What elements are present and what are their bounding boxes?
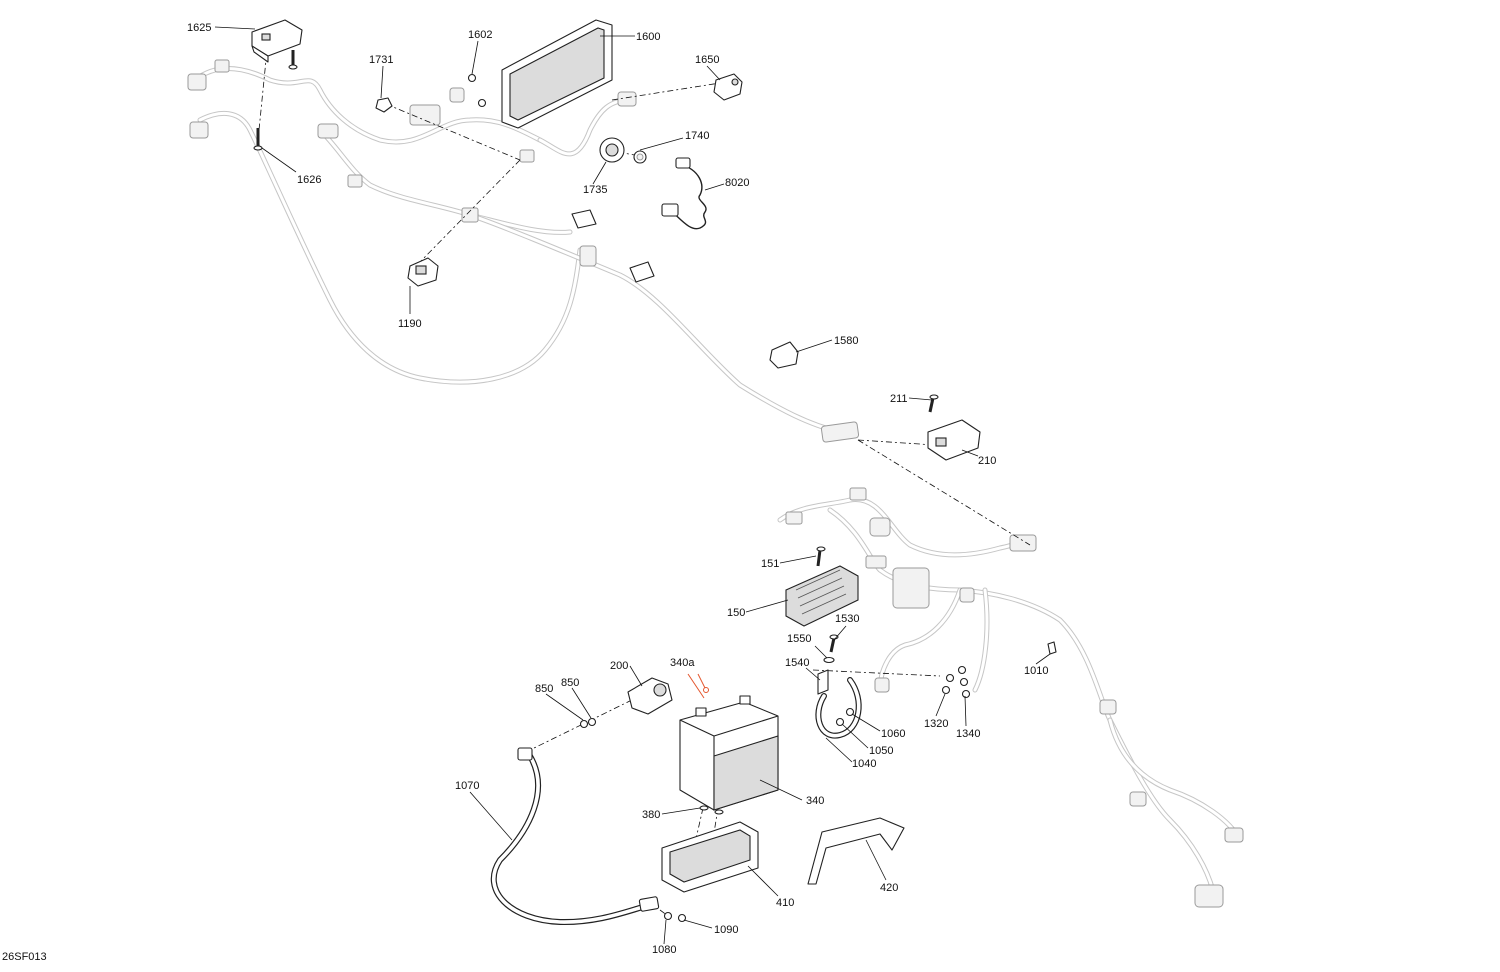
label-340a: 340a [670, 657, 695, 669]
connector-1190 [407, 257, 439, 287]
label-1340: 1340 [956, 728, 980, 740]
label-1190: 1190 [398, 318, 422, 330]
label-1731: 1731 [369, 54, 393, 66]
bolt-151 [816, 546, 826, 567]
label-1735: 1735 [583, 184, 607, 196]
bolts-1340 [957, 665, 971, 699]
label-1602: 1602 [468, 29, 492, 41]
coiled-cable-8020 [661, 157, 707, 230]
label-1040: 1040 [852, 758, 876, 770]
label-1080: 1080 [652, 944, 676, 956]
part-number-labels: 1625 1626 1602 1600 1731 1650 1740 1735 … [2, 22, 1048, 963]
label-1540: 1540 [785, 657, 809, 669]
label-1050: 1050 [869, 745, 893, 757]
label-1625: 1625 [187, 22, 211, 34]
battery-tray-410 [661, 821, 759, 893]
main-wiring-harness [187, 59, 1244, 908]
label-1090: 1090 [714, 924, 738, 936]
label-850-left: 850 [535, 683, 553, 695]
nut-1090 [677, 913, 687, 923]
label-151: 151 [761, 558, 779, 570]
cable-1070 [490, 747, 660, 926]
terminal-1540 [817, 669, 829, 695]
label-211: 211 [890, 393, 908, 405]
label-1010: 1010 [1024, 665, 1048, 677]
clips-harness [571, 209, 655, 283]
label-1626: 1626 [297, 174, 321, 186]
terminal-screws-340a [687, 673, 709, 699]
label-1580: 1580 [834, 335, 858, 347]
nut-1740 [633, 150, 647, 164]
nut-1080 [663, 911, 673, 921]
label-1070: 1070 [455, 780, 479, 792]
part-1010 [1047, 641, 1057, 655]
nuts-1320 [941, 673, 955, 695]
label-380: 380 [642, 809, 660, 821]
module-1625 [251, 19, 303, 63]
label-1600: 1600 [636, 31, 660, 43]
clip-1580 [769, 341, 799, 369]
washer-1550 [823, 656, 835, 664]
display-1600 [501, 19, 613, 129]
bolt-1626 [253, 50, 298, 151]
label-200: 200 [610, 660, 628, 672]
assembly-dash-lines [257, 39, 1031, 917]
nut-1060 [845, 707, 855, 717]
label-1320: 1320 [924, 718, 948, 730]
switch-1735 [599, 137, 625, 163]
label-410: 410 [776, 897, 794, 909]
label-210: 210 [978, 455, 996, 467]
cable-1040 [815, 677, 862, 739]
battery-340 [679, 695, 779, 811]
label-1550: 1550 [787, 633, 811, 645]
label-8020: 8020 [725, 177, 749, 189]
label-1740: 1740 [685, 130, 709, 142]
module-210 [927, 419, 981, 461]
label-850-right: 850 [561, 677, 579, 689]
label-1530: 1530 [835, 613, 859, 625]
solenoid-200 [627, 677, 673, 715]
nuts-850 [579, 717, 597, 729]
label-340: 340 [806, 795, 824, 807]
screw-1602 [467, 73, 487, 108]
label-420: 420 [880, 882, 898, 894]
bolt-211 [928, 394, 939, 413]
label-1060: 1060 [881, 728, 905, 740]
label-1650: 1650 [695, 54, 719, 66]
nut-1731 [375, 97, 393, 113]
label-150: 150 [727, 607, 745, 619]
leader-lines [214, 26, 1051, 945]
nut-1050 [835, 717, 845, 727]
diagram-code: 26SF013 [2, 951, 47, 963]
strap-420 [807, 817, 905, 885]
connector-1650 [713, 73, 743, 101]
regulator-150 [785, 565, 859, 627]
bolt-1530 [829, 634, 839, 653]
